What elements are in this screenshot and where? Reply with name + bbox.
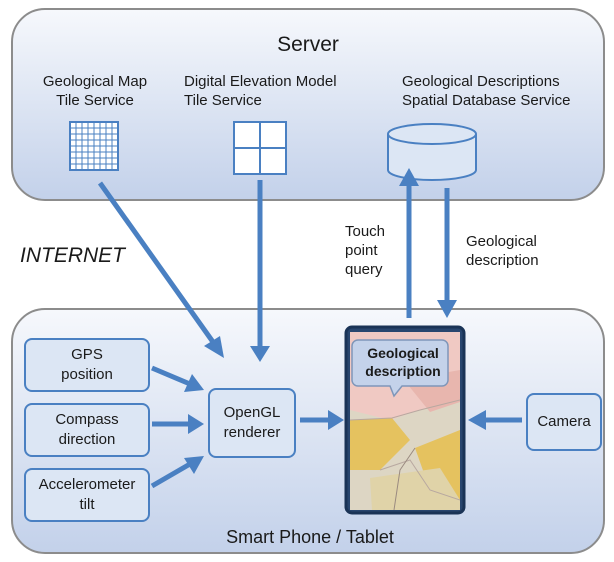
opengl-renderer-label: OpenGL renderer (223, 404, 281, 441)
arrows (97, 168, 522, 489)
arrow-compass-to-renderer (152, 414, 204, 434)
arrow-map-to-renderer (97, 181, 224, 358)
database-icon (387, 123, 477, 181)
compass-direction-label: Compass direction (55, 411, 119, 448)
touch-point-query-label: Touch point query (345, 223, 386, 278)
device-title: Smart Phone / Tablet (226, 527, 394, 547)
dem-tile-service-label: Digital Elevation Model Tile Service (184, 73, 337, 109)
callout-bubble (351, 339, 449, 398)
camera-box: Camera (526, 393, 602, 451)
gps-position-label: GPS position (61, 346, 113, 383)
spatial-db-service-label: Geological Descriptions Spatial Database… (402, 73, 571, 109)
internet-label: INTERNET (20, 244, 125, 267)
map-tile-grid-icon (69, 121, 119, 171)
dem-tile-icon (233, 121, 287, 175)
gps-position-box: GPS position (24, 338, 150, 392)
arrow-touch-query-up (399, 168, 419, 318)
opengl-renderer-box: OpenGL renderer (208, 388, 296, 458)
arrow-dem-to-renderer (250, 180, 270, 362)
accelerometer-tilt-box: Accelerometer tilt (24, 468, 150, 522)
accelerometer-tilt-label: Accelerometer tilt (38, 476, 136, 513)
camera-label: Camera (537, 413, 591, 430)
arrow-renderer-to-phone (300, 410, 344, 430)
geological-description-flow-label: Geological description (466, 233, 539, 269)
arrow-camera-to-phone (468, 410, 522, 430)
compass-direction-box: Compass direction (24, 403, 150, 457)
callout-text: Geological description (365, 345, 441, 379)
arrow-description-down (437, 188, 457, 318)
arrow-gps-to-renderer (151, 365, 204, 392)
phone-screen (344, 325, 466, 515)
server-title: Server (277, 33, 339, 56)
map-tile-service-label: Geological Map Tile Service (42, 73, 148, 109)
arrow-accelerometer-to-renderer (150, 456, 204, 489)
